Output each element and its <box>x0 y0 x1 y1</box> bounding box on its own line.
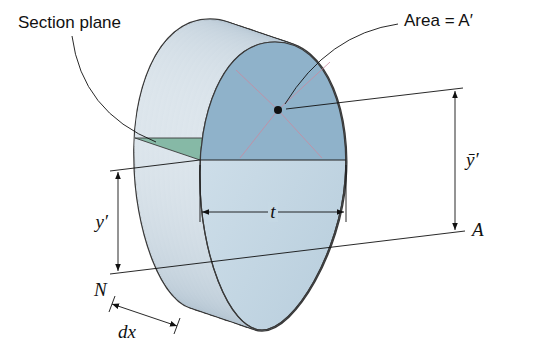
neutral-axis <box>110 231 465 274</box>
dimension-label: dx <box>116 322 138 343</box>
centroid-dimension <box>286 88 463 230</box>
axis-label: A <box>470 220 486 241</box>
section-height-dimension <box>110 160 200 271</box>
area-region <box>200 42 346 160</box>
front-face <box>200 42 346 330</box>
width-dimension <box>200 165 346 222</box>
dimension-label: t <box>268 202 277 223</box>
dimension-label: y′ <box>93 212 110 233</box>
front-face-outline <box>200 42 346 330</box>
area-label: Area = A′ <box>402 12 475 31</box>
part-label: Section plane <box>16 14 123 33</box>
leader-line <box>285 24 398 104</box>
axis-label: N <box>92 280 109 301</box>
section-line <box>200 159 346 160</box>
centroid-dot <box>274 106 282 114</box>
leader-line <box>72 36 156 142</box>
centroid-lines <box>236 62 330 158</box>
dimension-label: ȳ′ <box>464 150 481 171</box>
